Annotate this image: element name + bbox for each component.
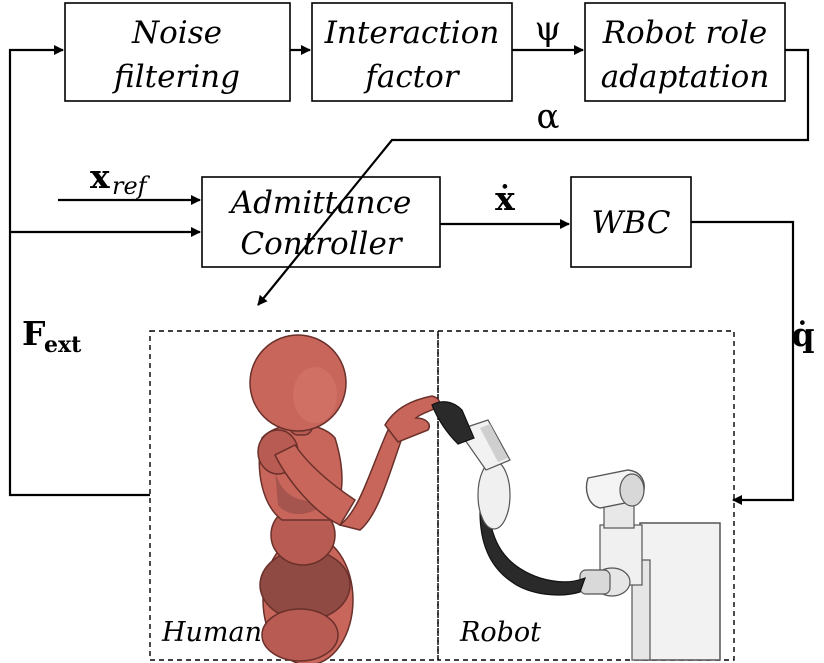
x-ref-label: x ref <box>90 157 151 200</box>
wbc-block: WBC <box>570 176 692 268</box>
admittance-controller-label-line2: Controller <box>240 226 403 262</box>
robot-figure <box>431 401 721 661</box>
q-dot-label: q̇ <box>791 315 814 354</box>
f-ext-main: F <box>22 314 45 353</box>
psi-label: ψ <box>535 9 562 49</box>
force-feedback-line <box>8 45 150 497</box>
robot-region <box>437 330 735 661</box>
robot-region-label: Robot <box>459 617 541 648</box>
f-ext-subscript: ext <box>44 332 82 358</box>
robot-role-adaptation-label-line1: Robot role <box>602 15 768 51</box>
interaction-factor-label-line2: factor <box>363 59 460 95</box>
alpha-feedback-line <box>257 48 810 306</box>
x-ref-subscript: ref <box>112 172 151 200</box>
f-ext-label: F ext <box>22 314 82 358</box>
interaction-factor-block: Interaction factor <box>311 2 513 102</box>
noise-filtering-label-line1: Noise <box>131 15 222 51</box>
noise-filtering-label-line2: filtering <box>112 59 240 95</box>
alpha-label: α <box>537 97 560 137</box>
admittance-controller-block: Admittance Controller <box>201 176 441 268</box>
interaction-factor-label-line1: Interaction <box>324 15 500 51</box>
human-figure <box>249 334 441 663</box>
robot-role-adaptation-label-line2: adaptation <box>601 59 770 95</box>
human-region-label: Human <box>161 617 262 648</box>
admittance-controller-label-line1: Admittance <box>228 185 412 221</box>
q-dot-line <box>691 220 795 505</box>
x-dot-label: ẋ <box>495 179 515 218</box>
robot-role-adaptation-block: Robot role adaptation <box>584 2 786 102</box>
wbc-label: WBC <box>592 205 671 241</box>
noise-filtering-block: Noise filtering <box>64 2 291 102</box>
x-ref-main: x <box>90 157 110 196</box>
